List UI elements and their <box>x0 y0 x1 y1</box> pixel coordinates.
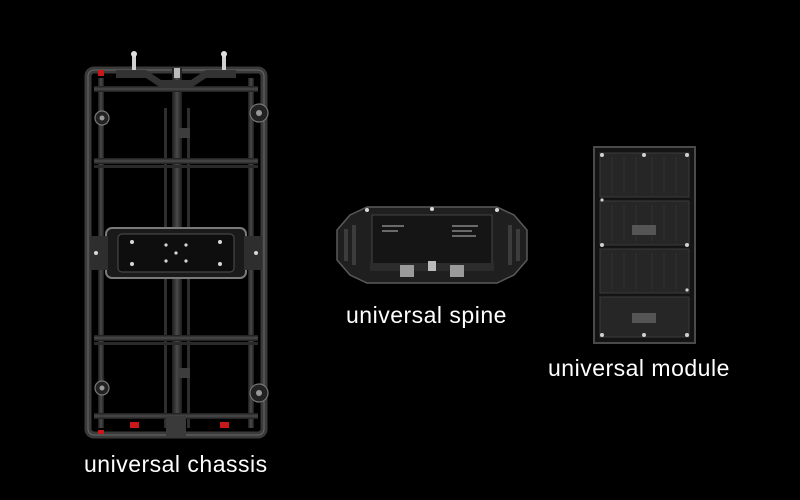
universal-spine-image <box>332 205 532 285</box>
chassis-caption: universal chassis <box>84 451 268 477</box>
universal-module-image <box>592 145 697 345</box>
spine-caption: universal spine <box>346 302 507 328</box>
spine-unit-graphic <box>336 206 528 284</box>
chassis-frame-graphic <box>84 51 269 439</box>
universal-chassis-image <box>76 48 276 443</box>
module-panel-graphic <box>593 146 696 344</box>
module-caption: universal module <box>548 355 730 381</box>
